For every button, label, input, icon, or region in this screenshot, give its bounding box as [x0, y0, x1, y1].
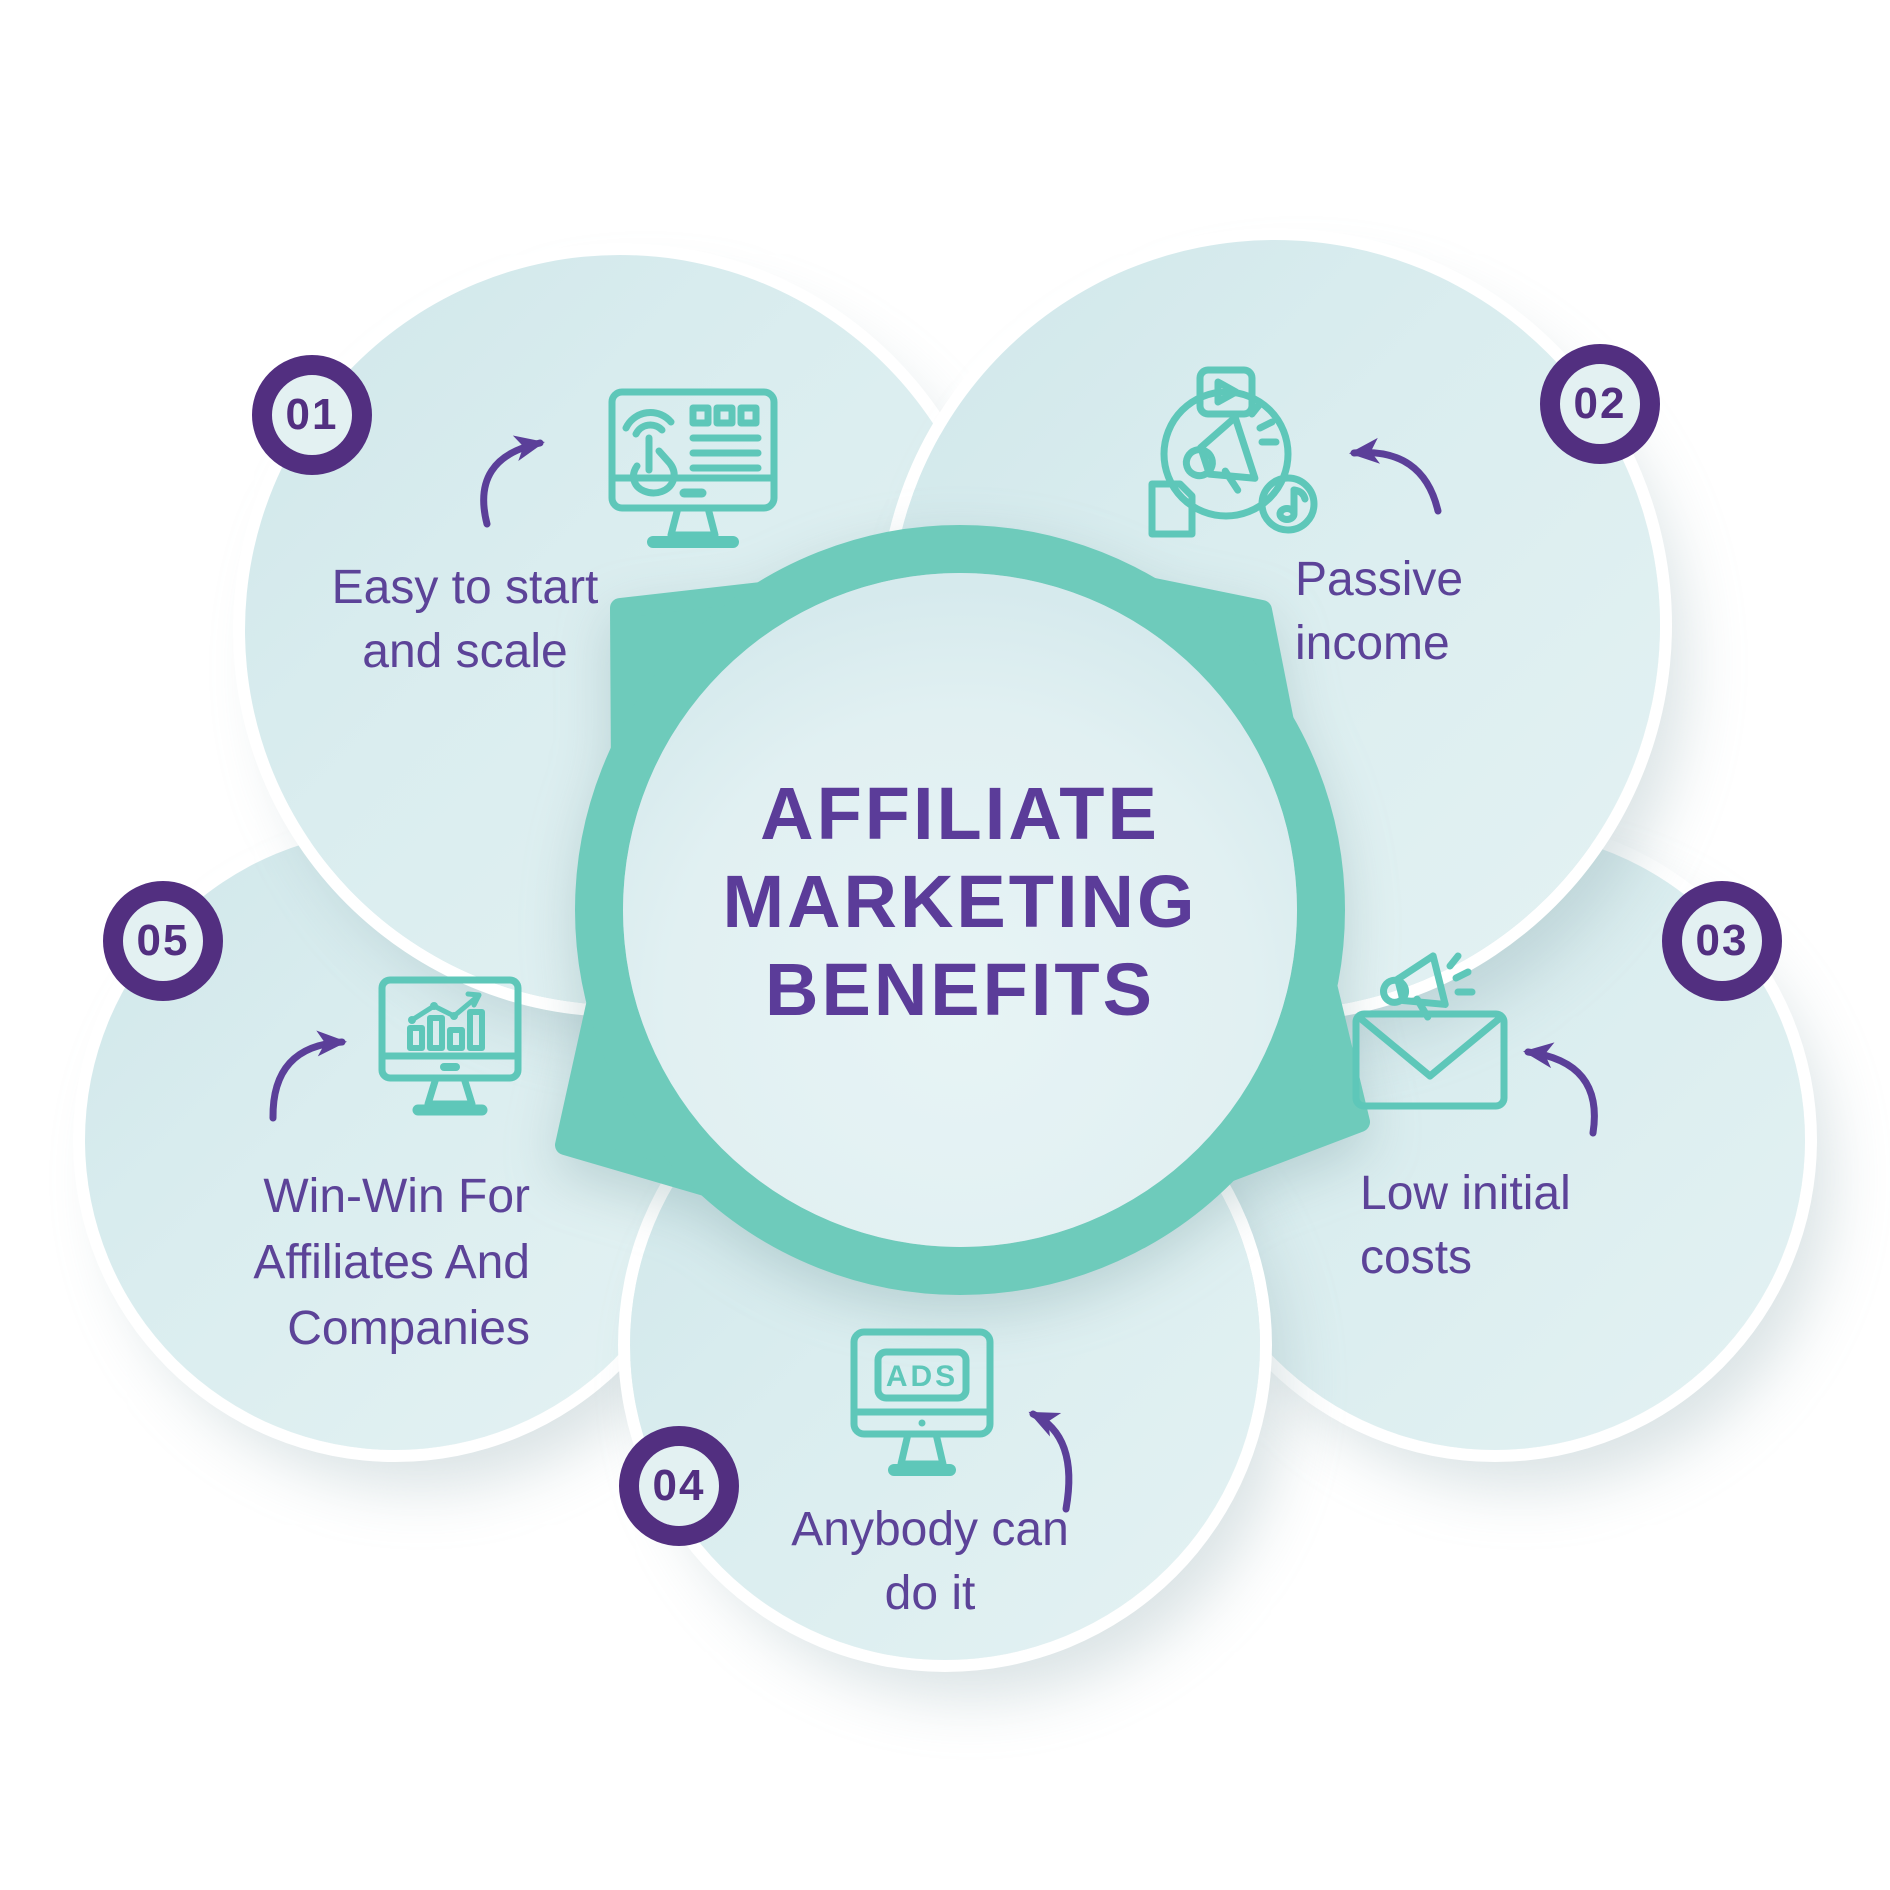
title-line: MARKETING [722, 860, 1198, 943]
label-line: costs [1360, 1231, 1473, 1284]
label-line: Low initial [1360, 1167, 1571, 1220]
arrow-04 [1028, 1410, 1073, 1513]
label-passive-income: Passive income [1295, 548, 1463, 676]
arrow-05 [269, 1030, 347, 1122]
emblem-ring [575, 525, 1345, 1295]
badge-number: 01 [285, 390, 339, 439]
analytics-monitor-icon [378, 976, 522, 1116]
label-line: Easy to start [331, 561, 599, 614]
email-megaphone-icon [1352, 952, 1508, 1110]
badge-02: 02 [1540, 344, 1660, 464]
badge-04: 04 [619, 1426, 739, 1546]
monitor-click-icon [608, 388, 778, 548]
badge-number: 03 [1695, 916, 1749, 965]
content-promotion-icon [1148, 366, 1318, 538]
arrow-02 [1349, 437, 1442, 515]
label-line: Win-Win For [263, 1170, 530, 1223]
label-line: and scale [362, 625, 568, 678]
label-low-initial-costs: Low initial costs [1360, 1162, 1571, 1290]
label-line: Companies [287, 1302, 530, 1355]
label-line: do it [884, 1567, 976, 1620]
label-line: income [1295, 617, 1450, 670]
title-line: BENEFITS [765, 948, 1155, 1031]
badge-05: 05 [103, 881, 223, 1001]
badge-number: 05 [136, 916, 190, 965]
badge-01: 01 [252, 355, 372, 475]
label-anybody-can-do-it: Anybody can do it [791, 1498, 1069, 1626]
label-line: Passive [1295, 553, 1464, 606]
title-line: AFFILIATE [760, 772, 1160, 855]
arrow-03 [1523, 1042, 1598, 1137]
badge-number: 04 [652, 1461, 706, 1510]
label-line: Anybody can [791, 1503, 1069, 1556]
ads-icon-text: ADS [886, 1360, 958, 1393]
page-title: AFFILIATE MARKETING BENEFITS [722, 770, 1197, 1034]
arrow-01 [480, 435, 545, 528]
center-emblem [555, 525, 1370, 1295]
label-easy-to-start: Easy to start and scale [332, 556, 599, 684]
emblem-inner-circle [623, 573, 1297, 1247]
badge-03: 03 [1662, 881, 1782, 1001]
label-win-win: Win-Win For Affiliates And Companies [253, 1164, 530, 1362]
ads-monitor-icon: ADS [850, 1328, 994, 1476]
badge-number: 02 [1573, 379, 1627, 428]
label-line: Affiliates And [253, 1236, 530, 1289]
